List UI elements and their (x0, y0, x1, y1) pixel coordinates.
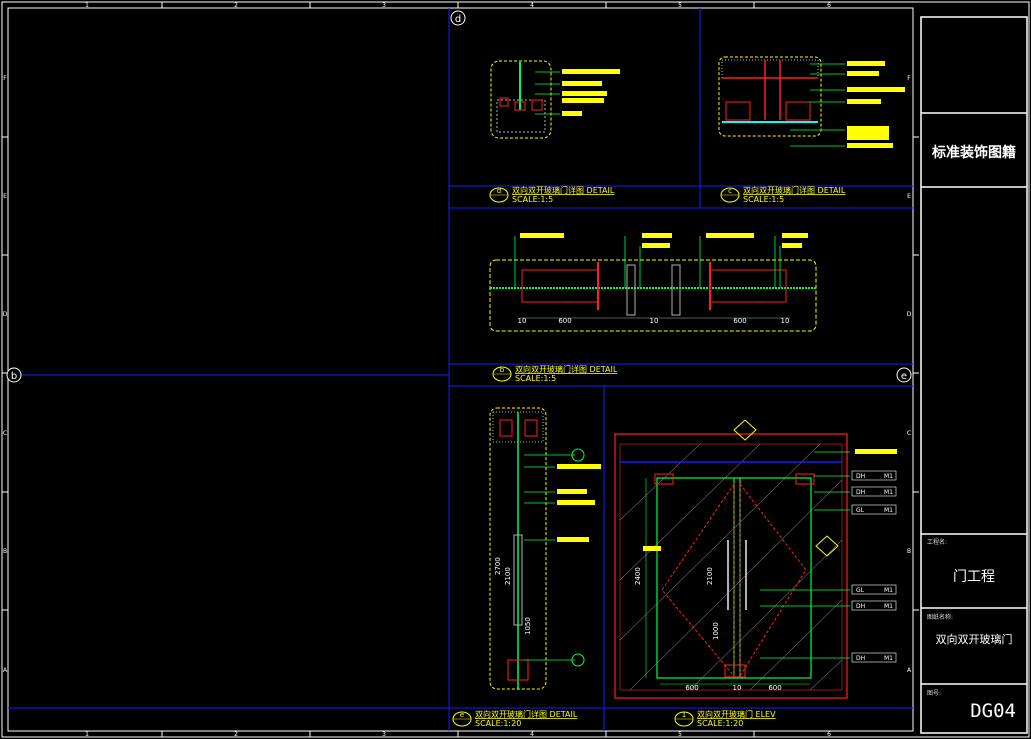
frame-row-label-left-D: D (3, 311, 8, 318)
elev-tag-ref-0: M1 (884, 473, 893, 480)
frame-col-label-bottom-4: 4 (530, 731, 534, 738)
frame-col-label-bottom-1: 1 (85, 731, 89, 738)
axis-marker-top-label: d (455, 14, 461, 25)
frame-row-label-left-F: F (3, 75, 7, 82)
elev-tag-ref-5: M1 (884, 655, 893, 662)
elev-tag-ref-4: M1 (884, 603, 893, 610)
detail-d-drawing (490, 60, 620, 139)
elev-tag-code-5: DH (856, 655, 865, 662)
caption-tag-d: d (497, 187, 501, 195)
frame-row-label-right-E: E (907, 193, 911, 200)
frame-col-label-bottom-3: 3 (382, 731, 386, 738)
frame-col-label-bottom-5: 5 (678, 731, 682, 738)
elev-dim-bottom-left: 600 (685, 684, 698, 692)
frame-col-label-bottom-2: 2 (234, 731, 238, 738)
caption-title-d: 双向双开玻璃门详图 DETAIL (512, 185, 615, 195)
panel-dividers (8, 8, 913, 731)
elev-tag-ref-3: M1 (884, 587, 893, 594)
elev-tag-ref-1: M1 (884, 489, 893, 496)
caption-scale-1: SCALE:1:20 (697, 719, 743, 728)
section-dim-total: 2700 (494, 557, 502, 575)
elev-tag-box-1 (851, 486, 897, 497)
frame-row-label-left-B: B (3, 548, 7, 555)
axis-marker-left: b (6, 367, 22, 383)
elev-tag-code-0: DH (856, 473, 865, 480)
frame-col-label-top-5: 5 (678, 2, 682, 9)
caption-title-e: 双向双开玻璃门详图 DETAIL (475, 709, 578, 719)
caption-tag-e: e (460, 711, 464, 719)
elev-dim-bottom-right: 600 (768, 684, 781, 692)
drawing-number-label: 图号: (927, 690, 942, 697)
elev-tag-ref-2: M1 (884, 507, 893, 514)
elev-dim-handle: 1000 (712, 622, 720, 640)
axis-marker-right: e (896, 367, 912, 383)
caption-scale-b: SCALE:1:5 (515, 374, 556, 383)
frame-row-label-left-E: E (3, 193, 7, 200)
elev-dim-bottom-mid: 10 (733, 684, 742, 692)
frame-ticks (2, 2, 919, 737)
caption-scale-c: SCALE:1:5 (743, 195, 784, 204)
caption-scale-d: SCALE:1:5 (512, 195, 553, 204)
elev-dim-height: 2400 (634, 567, 642, 585)
frame-row-label-left-A: A (3, 667, 8, 674)
section-dim-handle: 1050 (524, 617, 532, 635)
caption-title-b: 双向双开玻璃门详图 DETAIL (515, 364, 618, 374)
caption-tag-1: 1 (682, 711, 686, 719)
frame-col-label-top-6: 6 (827, 2, 831, 9)
elev-tag-code-3: GL (856, 587, 865, 594)
elev-tag-box-0 (851, 470, 897, 481)
plan-dim-3: 10 (650, 317, 659, 325)
frame-row-label-right-B: B (907, 548, 911, 555)
frame-row-label-right-F: F (907, 75, 911, 82)
frame-row-label-right-A: A (907, 667, 912, 674)
frame-row-label-right-C: C (907, 430, 911, 437)
frame-col-label-top-4: 4 (530, 2, 534, 9)
plan-dim-2: 600 (558, 317, 571, 325)
drawing-number: DG04 (970, 700, 1016, 722)
frame-col-label-bottom-6: 6 (827, 731, 831, 738)
title-block-title: 标准装饰图籍 (932, 145, 1016, 161)
elev-tag-box-3 (851, 584, 897, 595)
axis-marker-top: d (450, 10, 466, 26)
axis-marker-left-label: b (11, 371, 17, 382)
elev-tag-box-4 (851, 600, 897, 611)
detail-e-drawing: 2700 2100 1050 (489, 407, 601, 690)
plan-dim-1: 10 (518, 317, 527, 325)
elev-tag-code-4: DH (856, 603, 865, 610)
elev-tag-box-2 (851, 504, 897, 515)
detail-c-drawing (718, 56, 905, 148)
caption-scale-e: SCALE:1:20 (475, 719, 521, 728)
drawing-name-label: 图纸名称: (927, 614, 954, 621)
frame-col-label-top-1: 1 (85, 2, 89, 9)
frame-col-label-top-2: 2 (234, 2, 238, 9)
drawing-name: 双向双开玻璃门 (935, 633, 1013, 646)
title-block-frame (920, 16, 1028, 734)
section-dim-door: 2100 (504, 567, 512, 585)
elev-tag-box-5 (851, 652, 897, 663)
elev-tag-code-2: GL (856, 507, 865, 514)
detail-b-drawing: 10 600 10 600 10 (489, 233, 817, 332)
axis-marker-right-label: e (901, 371, 907, 382)
caption-tag-b: b (500, 366, 505, 374)
frame-col-label-top-3: 3 (382, 2, 386, 9)
project-name: 门工程 (953, 569, 995, 585)
elev-tag-code-1: DH (856, 489, 865, 496)
plan-dim-4: 600 (733, 317, 746, 325)
caption-tag-c: c (728, 187, 732, 195)
caption-title-1: 双向双开玻璃门 ELEV (697, 709, 776, 719)
frame-row-label-right-D: D (907, 311, 912, 318)
elev-dim-door: 2100 (706, 567, 714, 585)
caption-title-c: 双向双开玻璃门详图 DETAIL (743, 185, 846, 195)
frame-row-label-left-C: C (3, 430, 7, 437)
project-label: 工程名: (927, 539, 948, 546)
plan-dim-5: 10 (781, 317, 790, 325)
